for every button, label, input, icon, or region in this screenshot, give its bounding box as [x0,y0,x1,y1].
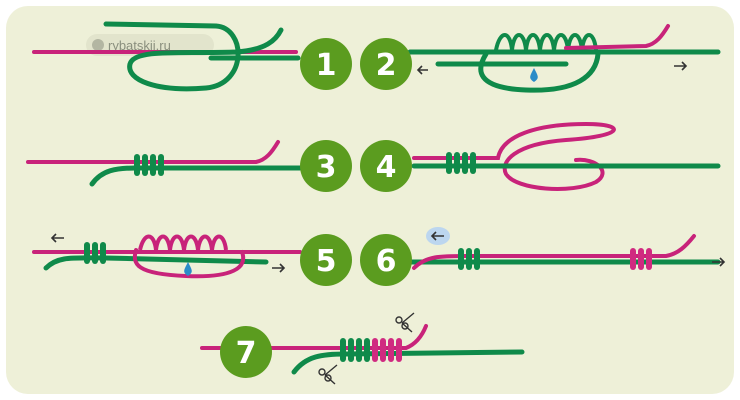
step-badge-5: 5 [300,234,352,286]
arrow-right-icon [272,263,286,273]
step-4-illustration [411,121,721,191]
wraps-green [446,152,476,174]
step-2-illustration [407,24,721,93]
arrow-left-icon [416,65,428,75]
step-badge-1: 1 [300,38,352,90]
water-drop-icon [530,68,538,82]
fish-icon [92,39,104,51]
arrow-left-icon [50,233,64,243]
step-number: 2 [376,48,397,83]
step-7-illustration [200,312,525,385]
step-1-illustration [32,21,301,92]
wraps-green [340,338,370,362]
wraps-magenta [630,248,652,270]
step-number: 3 [316,150,337,185]
wraps-magenta [372,338,402,362]
step-number: 7 [236,336,257,371]
step-badge-6: 6 [360,234,412,286]
arrow-right-icon [674,61,688,71]
step-6-illustration [407,227,726,270]
water-drop-icon [184,262,192,276]
wraps-green [458,248,480,270]
watermark-text: rybatskii.ru [108,38,171,53]
step-number: 6 [376,244,397,279]
knot-steps-svg: rybatskii.ru [6,6,734,394]
scissors-icon [395,312,415,333]
step-badge-3: 3 [300,140,352,192]
arrow-right-icon [712,257,726,267]
step-5-illustration [32,233,302,279]
step-3-illustration [26,140,303,187]
step-badge-4: 4 [360,140,412,192]
step-number: 4 [376,150,397,185]
step-number: 1 [316,48,337,83]
knot-diagram: rybatskii.ru [6,6,734,394]
wraps-green [84,242,106,264]
step-number: 5 [316,244,337,279]
arrow-left-icon [426,227,450,245]
wraps-green [134,154,164,176]
scissors-icon [318,364,338,385]
step-badge-2: 2 [360,38,412,90]
step-badge-7: 7 [220,326,272,378]
